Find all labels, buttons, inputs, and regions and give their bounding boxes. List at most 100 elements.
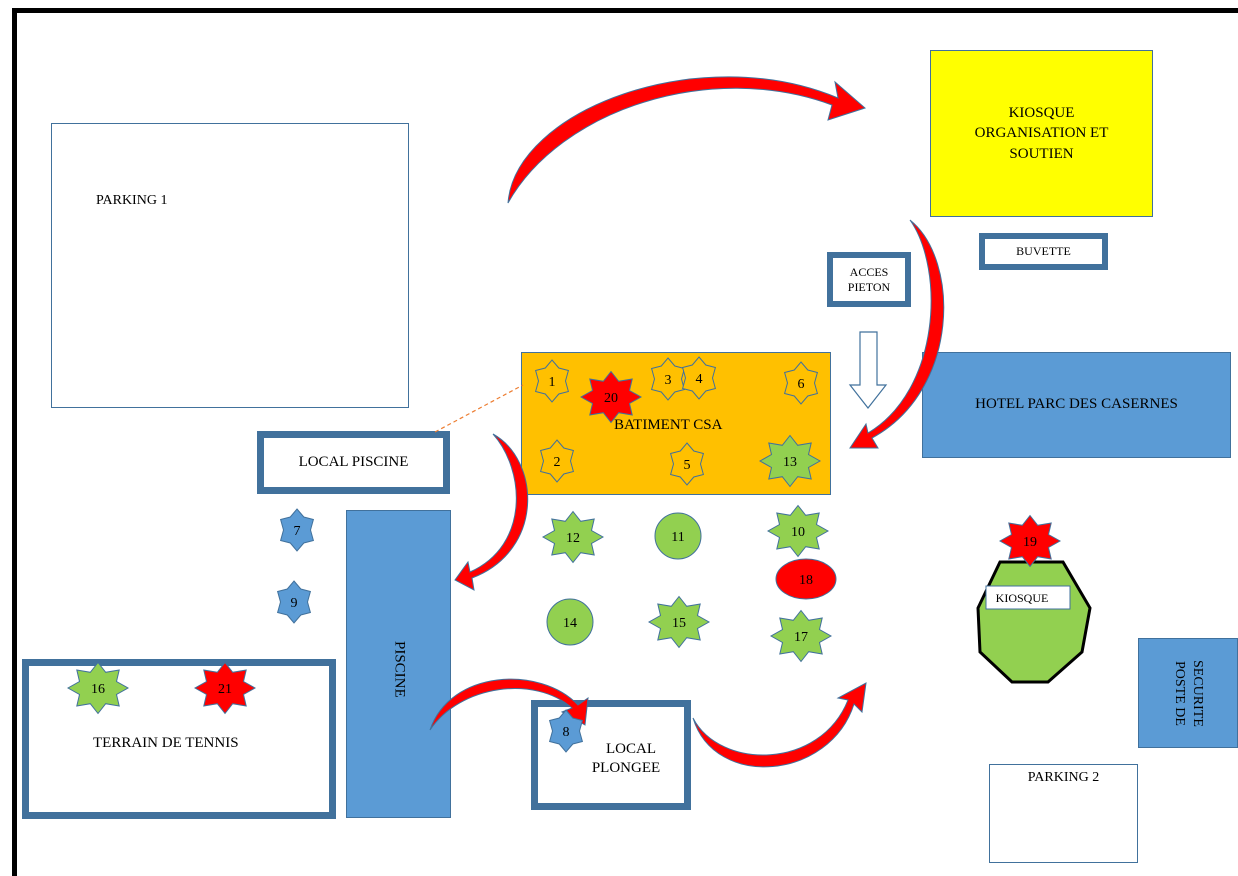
marker-20: 20 [579, 370, 643, 424]
local-plongee-line-1: LOCAL [606, 740, 656, 757]
marker-7-star [279, 508, 315, 552]
marker-8-label: 8 [563, 725, 570, 740]
kiosque-label: KIOSQUE [996, 591, 1049, 605]
marker-12-label: 12 [566, 531, 580, 546]
marker-6-label: 6 [798, 377, 805, 392]
marker-9-label: 9 [291, 596, 298, 611]
marker-5-star [669, 442, 705, 486]
piscine-label: PISCINE [391, 640, 408, 698]
marker-2-star [539, 439, 575, 483]
marker-21-star [193, 661, 257, 715]
curved-arrow-kiosque-to-batiment [849, 219, 945, 449]
local-plongee-line-2: PLONGEE [591, 760, 661, 776]
kiosque-label-box [985, 585, 1071, 610]
marker-16: 16 [66, 661, 130, 715]
marker-17: 17 [769, 609, 833, 663]
piscine-area: PISCINE [346, 510, 451, 818]
local-piscine-label: LOCAL PISCINE [298, 453, 409, 470]
curved-arrow-plongee-to-kiosque [692, 682, 867, 768]
marker-14-label: 14 [563, 616, 577, 631]
local-piscine-area: LOCAL PISCINE [257, 431, 450, 494]
kiosque-organisation-area: KIOSQUE ORGANISATION ET SOUTIEN [930, 50, 1153, 217]
marker-13: 13 [758, 434, 822, 488]
marker-2: 2 [539, 439, 575, 483]
terrain-tennis-label: TERRAIN DE TENNIS [93, 735, 239, 751]
acces-pieton-area: ACCES PIETON [827, 252, 911, 307]
marker-14: 14 [546, 598, 594, 646]
dashed-connector [434, 384, 524, 433]
acces-pieton-line-1: ACCES [849, 265, 889, 280]
curved-arrow-piscine-to-plongee [429, 678, 589, 731]
marker-11-label: 11 [671, 530, 684, 545]
down-arrow [848, 331, 888, 409]
marker-20-star [579, 370, 643, 424]
poste-securite-line-1: POSTE DE [1172, 660, 1187, 726]
marker-15: 15 [647, 595, 711, 649]
marker-3: 3 [650, 357, 686, 401]
marker-11: 11 [654, 512, 702, 560]
marker-12-star [541, 510, 605, 564]
curved-arrow-parking-to-kiosque [507, 76, 866, 204]
marker-20-label: 20 [604, 391, 618, 406]
marker-13-label: 13 [783, 455, 797, 470]
parking-1-area: PARKING 1 [51, 123, 409, 408]
parking-2-label: PARKING 2 [1027, 770, 1100, 785]
marker-19: 19 [998, 514, 1062, 568]
marker-1: 1 [534, 359, 570, 403]
marker-18-label: 18 [799, 573, 813, 588]
marker-14-circle [546, 598, 594, 646]
marker-19-label: 19 [1023, 535, 1037, 550]
marker-1-label: 1 [549, 375, 556, 390]
kiosque-org-line-3: SOUTIEN [1009, 145, 1074, 162]
marker-10-label: 10 [791, 525, 805, 540]
marker-15-label: 15 [672, 616, 686, 631]
marker-12: 12 [541, 510, 605, 564]
hotel-label: HOTEL PARC DES CASERNES [975, 396, 1178, 413]
marker-4: 4 [681, 356, 717, 400]
marker-5: 5 [669, 442, 705, 486]
poste-securite-line-2: SECURITE [1190, 659, 1206, 727]
buvette-area: BUVETTE [979, 233, 1108, 270]
acces-pieton-line-2: PIETON [847, 279, 891, 294]
marker-21-label: 21 [218, 682, 232, 697]
marker-13-star [758, 434, 822, 488]
marker-10: 10 [766, 504, 830, 558]
marker-17-star [769, 609, 833, 663]
hotel-area: HOTEL PARC DES CASERNES [922, 352, 1231, 458]
marker-16-star [66, 661, 130, 715]
curved-arrow-batiment-to-piscine [454, 433, 529, 591]
kiosque-org-line-2: ORGANISATION ET [974, 125, 1109, 142]
poste-securite-area: POSTE DE SECURITE [1138, 638, 1238, 748]
map-frame [12, 8, 1238, 876]
marker-17-label: 17 [794, 630, 808, 645]
parking-1-label: PARKING 1 [96, 193, 168, 208]
batiment-csa-label: BATIMENT CSA [614, 417, 723, 433]
marker-8-star [548, 709, 584, 753]
marker-18: 18 [775, 558, 837, 600]
buvette-label: BUVETTE [1016, 243, 1071, 258]
marker-10-star [766, 504, 830, 558]
marker-4-star [681, 356, 717, 400]
marker-8: 8 [548, 709, 584, 753]
marker-21: 21 [193, 661, 257, 715]
marker-5-label: 5 [684, 458, 691, 473]
kiosque-org-line-1: KIOSQUE [1008, 105, 1075, 122]
marker-2-label: 2 [554, 455, 561, 470]
marker-6-star [783, 361, 819, 405]
marker-3-label: 3 [665, 373, 672, 388]
marker-1-star [534, 359, 570, 403]
marker-16-label: 16 [91, 682, 105, 697]
marker-11-circle [654, 512, 702, 560]
marker-18-ellipse [775, 558, 837, 600]
marker-15-star [647, 595, 711, 649]
marker-7-label: 7 [294, 524, 301, 539]
marker-9: 9 [276, 580, 312, 624]
kiosque-octagon [976, 560, 1092, 684]
marker-6: 6 [783, 361, 819, 405]
marker-19-star [998, 514, 1062, 568]
marker-4-label: 4 [696, 372, 703, 387]
marker-9-star [276, 580, 312, 624]
parking-2-area: PARKING 2 [989, 764, 1138, 863]
